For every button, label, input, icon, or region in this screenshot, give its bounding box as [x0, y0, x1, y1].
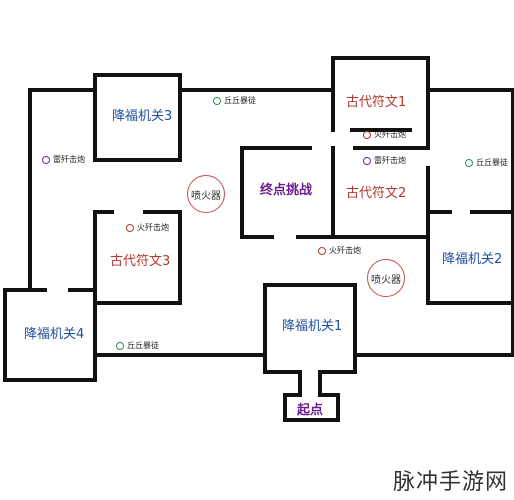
circle-icon [213, 96, 221, 105]
watermark: 脉冲手游网 [392, 470, 508, 495]
fire-nozzle-icon: 喷火器 [367, 259, 405, 297]
circle-icon [363, 156, 371, 165]
cannon-marker-huo: 火歼击炮 [126, 222, 169, 233]
cannon-marker-leiting: 雷歼击炮 [363, 155, 406, 166]
circle-icon [318, 246, 326, 255]
circle-icon [42, 155, 50, 164]
room-guwen1: 古代符文1 [346, 95, 407, 110]
enemy-marker-qiuqiu: 丘丘暴徒 [213, 95, 256, 106]
fire-nozzle-icon: 喷火器 [187, 175, 225, 213]
room-zhongdian: 终点挑战 [260, 183, 313, 198]
room-jiangfu2: 降福机关2 [442, 252, 503, 267]
cannon-marker-huo: 火歼击炮 [318, 245, 361, 256]
room-guwen3: 古代符文3 [110, 254, 171, 269]
circle-icon [126, 223, 134, 232]
enemy-marker-qiuqiu: 丘丘暴徒 [116, 340, 159, 351]
circle-icon [465, 158, 473, 167]
room-jiangfu4: 降福机关4 [24, 327, 85, 342]
room-qidian: 起点 [297, 403, 324, 418]
circle-icon [363, 130, 371, 139]
room-guwen2: 古代符文2 [346, 186, 407, 201]
circle-icon [116, 341, 124, 350]
enemy-marker-qiuqiu: 丘丘暴徒 [465, 157, 508, 168]
room-jiangfu1: 降福机关1 [282, 319, 343, 334]
cannon-marker-leiting: 雷歼击炮 [42, 154, 85, 165]
room-jiangfu3: 降福机关3 [112, 109, 173, 124]
cannon-marker-huo: 火歼击炮 [363, 129, 406, 140]
